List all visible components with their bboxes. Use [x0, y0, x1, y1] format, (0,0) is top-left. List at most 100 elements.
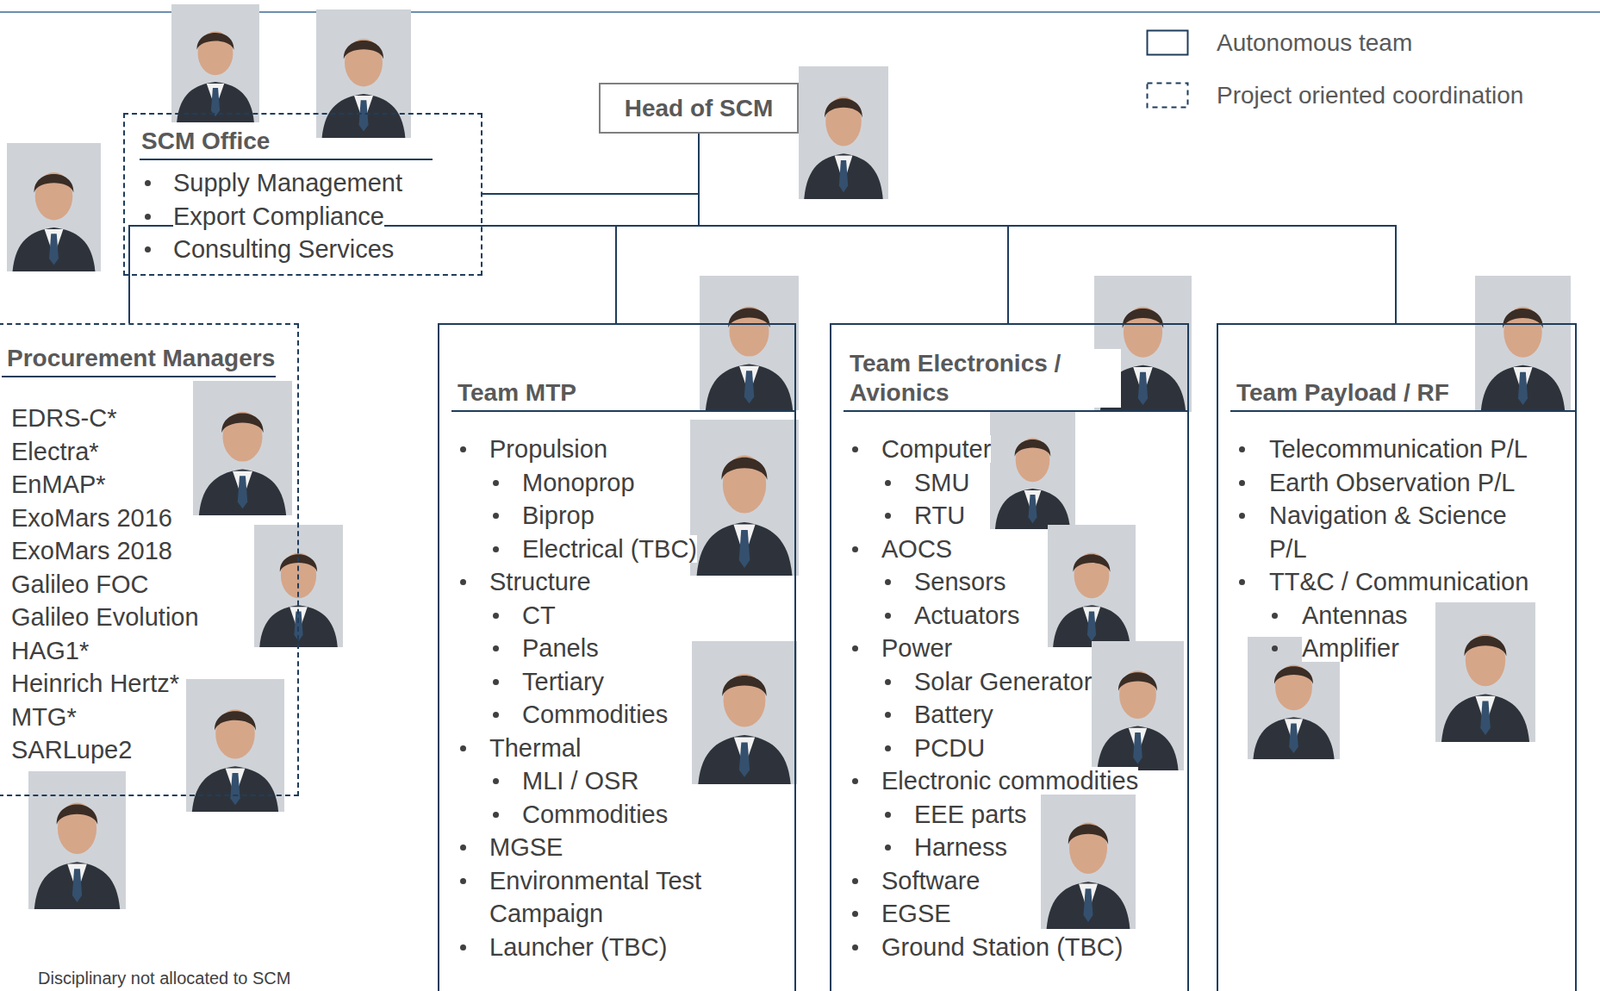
- bullet-dot: [884, 745, 891, 752]
- list-item: MTG*: [0, 700, 291, 735]
- list-item: MLI / OSR: [439, 764, 788, 798]
- org-connector: [129, 133, 699, 324]
- bullet-dot: [1271, 645, 1278, 652]
- item-list: Supply ManagementExport ComplianceConsul…: [124, 166, 474, 267]
- bullet-dot: [1238, 479, 1246, 486]
- portrait-photo: [192, 380, 293, 516]
- org-connector: [698, 133, 1009, 324]
- list-item: Commodities: [439, 697, 788, 732]
- item-text: Tertiary: [522, 667, 604, 696]
- item-text: MGSE: [489, 833, 563, 861]
- item-text: EDRS-C*: [11, 404, 117, 432]
- bullet-dot: [884, 678, 891, 685]
- item-text: Navigation & Science P/L: [1269, 501, 1507, 563]
- portrait-photo: [186, 678, 285, 812]
- list-item: AOCS: [831, 532, 1181, 567]
- portrait-photo: [798, 66, 889, 200]
- item-text: CT: [522, 601, 556, 629]
- item-text: Telecommunication P/L: [1269, 435, 1528, 463]
- bullet-dot: [144, 213, 151, 220]
- item-text: Thermal: [489, 734, 581, 762]
- heading-rule: SCM Office: [139, 126, 433, 161]
- list-item: Consulting Services: [124, 232, 474, 267]
- list-item: HAG1*: [0, 634, 291, 668]
- item-text: Electronic commodities: [881, 766, 1139, 795]
- org-connector: [698, 133, 1396, 324]
- team-box: Team Payload / RF Telecommunication P/L Ea…: [1216, 323, 1577, 991]
- bullet-dot: [460, 944, 467, 951]
- item-text: MTG*: [11, 703, 77, 731]
- bullet-dot: [1271, 612, 1278, 619]
- list-item: PCDU: [831, 731, 1181, 766]
- list-item: EnMAP*: [0, 467, 291, 502]
- portrait-photo: [690, 419, 799, 576]
- bullet-dot: [852, 877, 859, 885]
- portrait-photo: [1435, 602, 1536, 742]
- item-text: Antennas: [1301, 601, 1408, 629]
- item-text: Earth Observation P/L: [1269, 468, 1515, 497]
- item-text: Commodities: [522, 700, 668, 729]
- item-text: Electra*: [11, 437, 100, 466]
- bullet-dot: [492, 479, 499, 486]
- bullet-dot: [1238, 446, 1246, 453]
- bullet-dot: [884, 711, 891, 718]
- bullet-dot: [492, 778, 499, 785]
- list-item: RTU: [831, 498, 1181, 533]
- team-heading: Team MTP: [457, 378, 577, 408]
- item-text: Consulting Services: [173, 235, 394, 263]
- team-heading: Team Payload / RF: [1236, 378, 1450, 408]
- item-text: Panels: [522, 634, 599, 662]
- portrait-photo: [1040, 790, 1136, 929]
- heading-rule: Team Electronics / Avionics: [843, 348, 1190, 412]
- item-text: SMU: [914, 468, 970, 497]
- item-text: PCDU: [914, 734, 985, 762]
- team-box: Team MTPPropulsionMonopropBipropElectric…: [437, 323, 797, 991]
- portrait-photo: [28, 771, 126, 909]
- legend-sample: [1145, 29, 1190, 57]
- list-item: Structure: [439, 565, 788, 599]
- portrait-photo: [171, 4, 260, 123]
- item-text: Computer: [881, 435, 991, 463]
- portrait-photo: [1047, 524, 1136, 648]
- item-text: Environmental Test Campaign: [489, 866, 702, 928]
- bullet-dot: [144, 180, 151, 187]
- item-text: Biprop: [522, 501, 595, 530]
- portrait-photo: [1475, 275, 1571, 412]
- bullet-dot: [852, 910, 859, 917]
- list-item: Tertiary: [439, 665, 788, 699]
- bullet-dot: [852, 778, 859, 785]
- list-item: Actuators: [831, 598, 1181, 633]
- item-text: Software: [881, 866, 980, 895]
- list-item: Galileo FOC: [0, 567, 291, 602]
- list-item: MGSE: [439, 830, 788, 865]
- procurement-box: Procurement ManagersEDRS-C* Electra*EnMAP…: [0, 323, 299, 797]
- list-item: Supply Management: [124, 166, 474, 200]
- item-text: Galileo Evolution: [11, 603, 200, 631]
- item-text: Electrical (TBC): [522, 535, 698, 563]
- bullet-dot: [492, 811, 499, 818]
- list-item: Heinrich Hertz*: [0, 666, 291, 701]
- item-text: Harness: [914, 833, 1008, 861]
- bullet-dot: [460, 745, 467, 752]
- heading-rule: Procurement Managers: [1, 343, 276, 378]
- item-text: HAG1*: [11, 636, 89, 665]
- item-text: Battery: [914, 700, 994, 729]
- bullet-dot: [852, 546, 859, 553]
- portrait-photo: [1091, 641, 1184, 771]
- bullet-dot: [884, 512, 891, 519]
- item-text: Heinrich Hertz*: [11, 669, 180, 698]
- item-text: Solar Generator: [914, 667, 1092, 696]
- item-text: Commodities: [522, 800, 668, 829]
- legend-box: [1147, 83, 1189, 108]
- team-heading: Team Electronics / Avionics: [849, 348, 1121, 408]
- bullet-dot: [492, 612, 499, 619]
- item-text: Sensors: [914, 567, 1006, 596]
- list-item: Navigation & Science P/L: [1218, 498, 1541, 566]
- bullet-dot: [144, 246, 151, 253]
- list-item: Sensors: [831, 565, 1181, 599]
- list-item: Thermal: [439, 731, 788, 766]
- team-heading: SCM Office: [141, 126, 270, 156]
- portrait-photo: [6, 143, 101, 272]
- item-list: EDRS-C*Electra*EnMAP*ExoMars 2016ExoMars…: [0, 401, 291, 767]
